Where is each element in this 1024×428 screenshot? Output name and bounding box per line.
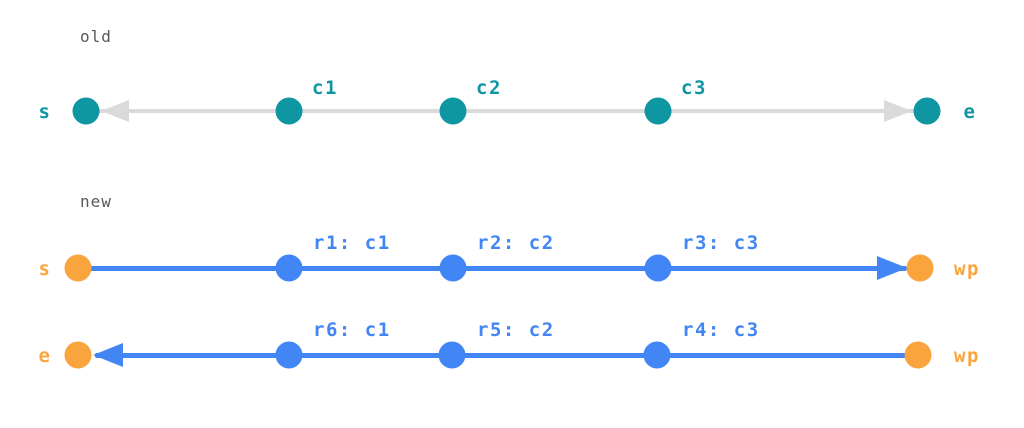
new-backward-r5-dot <box>438 341 466 369</box>
old-node-c3-dot <box>644 97 672 125</box>
new-forward-arrow-right-icon <box>877 256 907 280</box>
old-arrow-right-icon <box>884 100 912 122</box>
new-forward-reward-label-r3: r3: c3 <box>682 232 760 254</box>
new-backward-start-label: e <box>38 345 52 367</box>
old-checkpoint-label-c1: c1 <box>312 77 338 99</box>
new-backward-reward-label-r4: r4: c3 <box>682 319 760 341</box>
old-node-c2-dot <box>439 97 467 125</box>
new-backward-wp-dot <box>904 341 932 369</box>
new-backward-reward-label-r6: r6: c1 <box>313 319 391 341</box>
old-checkpoint-label-c2: c2 <box>476 77 502 99</box>
new-forward-track-line <box>78 266 907 271</box>
new-forward-reward-label-r1: r1: c1 <box>313 232 391 254</box>
new-section-label: new <box>80 192 112 211</box>
new-backward-e-dot <box>64 341 92 369</box>
new-forward-s-dot <box>64 254 92 282</box>
old-start-label: s <box>38 101 52 123</box>
old-node-e-dot <box>913 97 941 125</box>
new-backward-end-label: wp <box>954 345 980 367</box>
old-checkpoint-label-c3: c3 <box>681 77 707 99</box>
new-forward-end-label: wp <box>954 258 980 280</box>
old-end-label: e <box>963 101 977 123</box>
new-backward-r4-dot <box>643 341 671 369</box>
new-forward-start-label: s <box>38 258 52 280</box>
new-forward-r3-dot <box>644 254 672 282</box>
old-node-s-dot <box>72 97 100 125</box>
new-forward-reward-label-r2: r2: c2 <box>477 232 555 254</box>
new-forward-r1-dot <box>275 254 303 282</box>
old-arrow-left-icon <box>101 100 129 122</box>
old-track-line <box>86 109 927 113</box>
new-backward-reward-label-r5: r5: c2 <box>477 319 555 341</box>
new-backward-track-line <box>95 353 918 358</box>
old-section-label: old <box>80 27 112 46</box>
old-node-c1-dot <box>275 97 303 125</box>
new-forward-wp-dot <box>906 254 934 282</box>
new-forward-r2-dot <box>439 254 467 282</box>
new-backward-r6-dot <box>275 341 303 369</box>
new-backward-arrow-left-icon <box>93 343 123 367</box>
